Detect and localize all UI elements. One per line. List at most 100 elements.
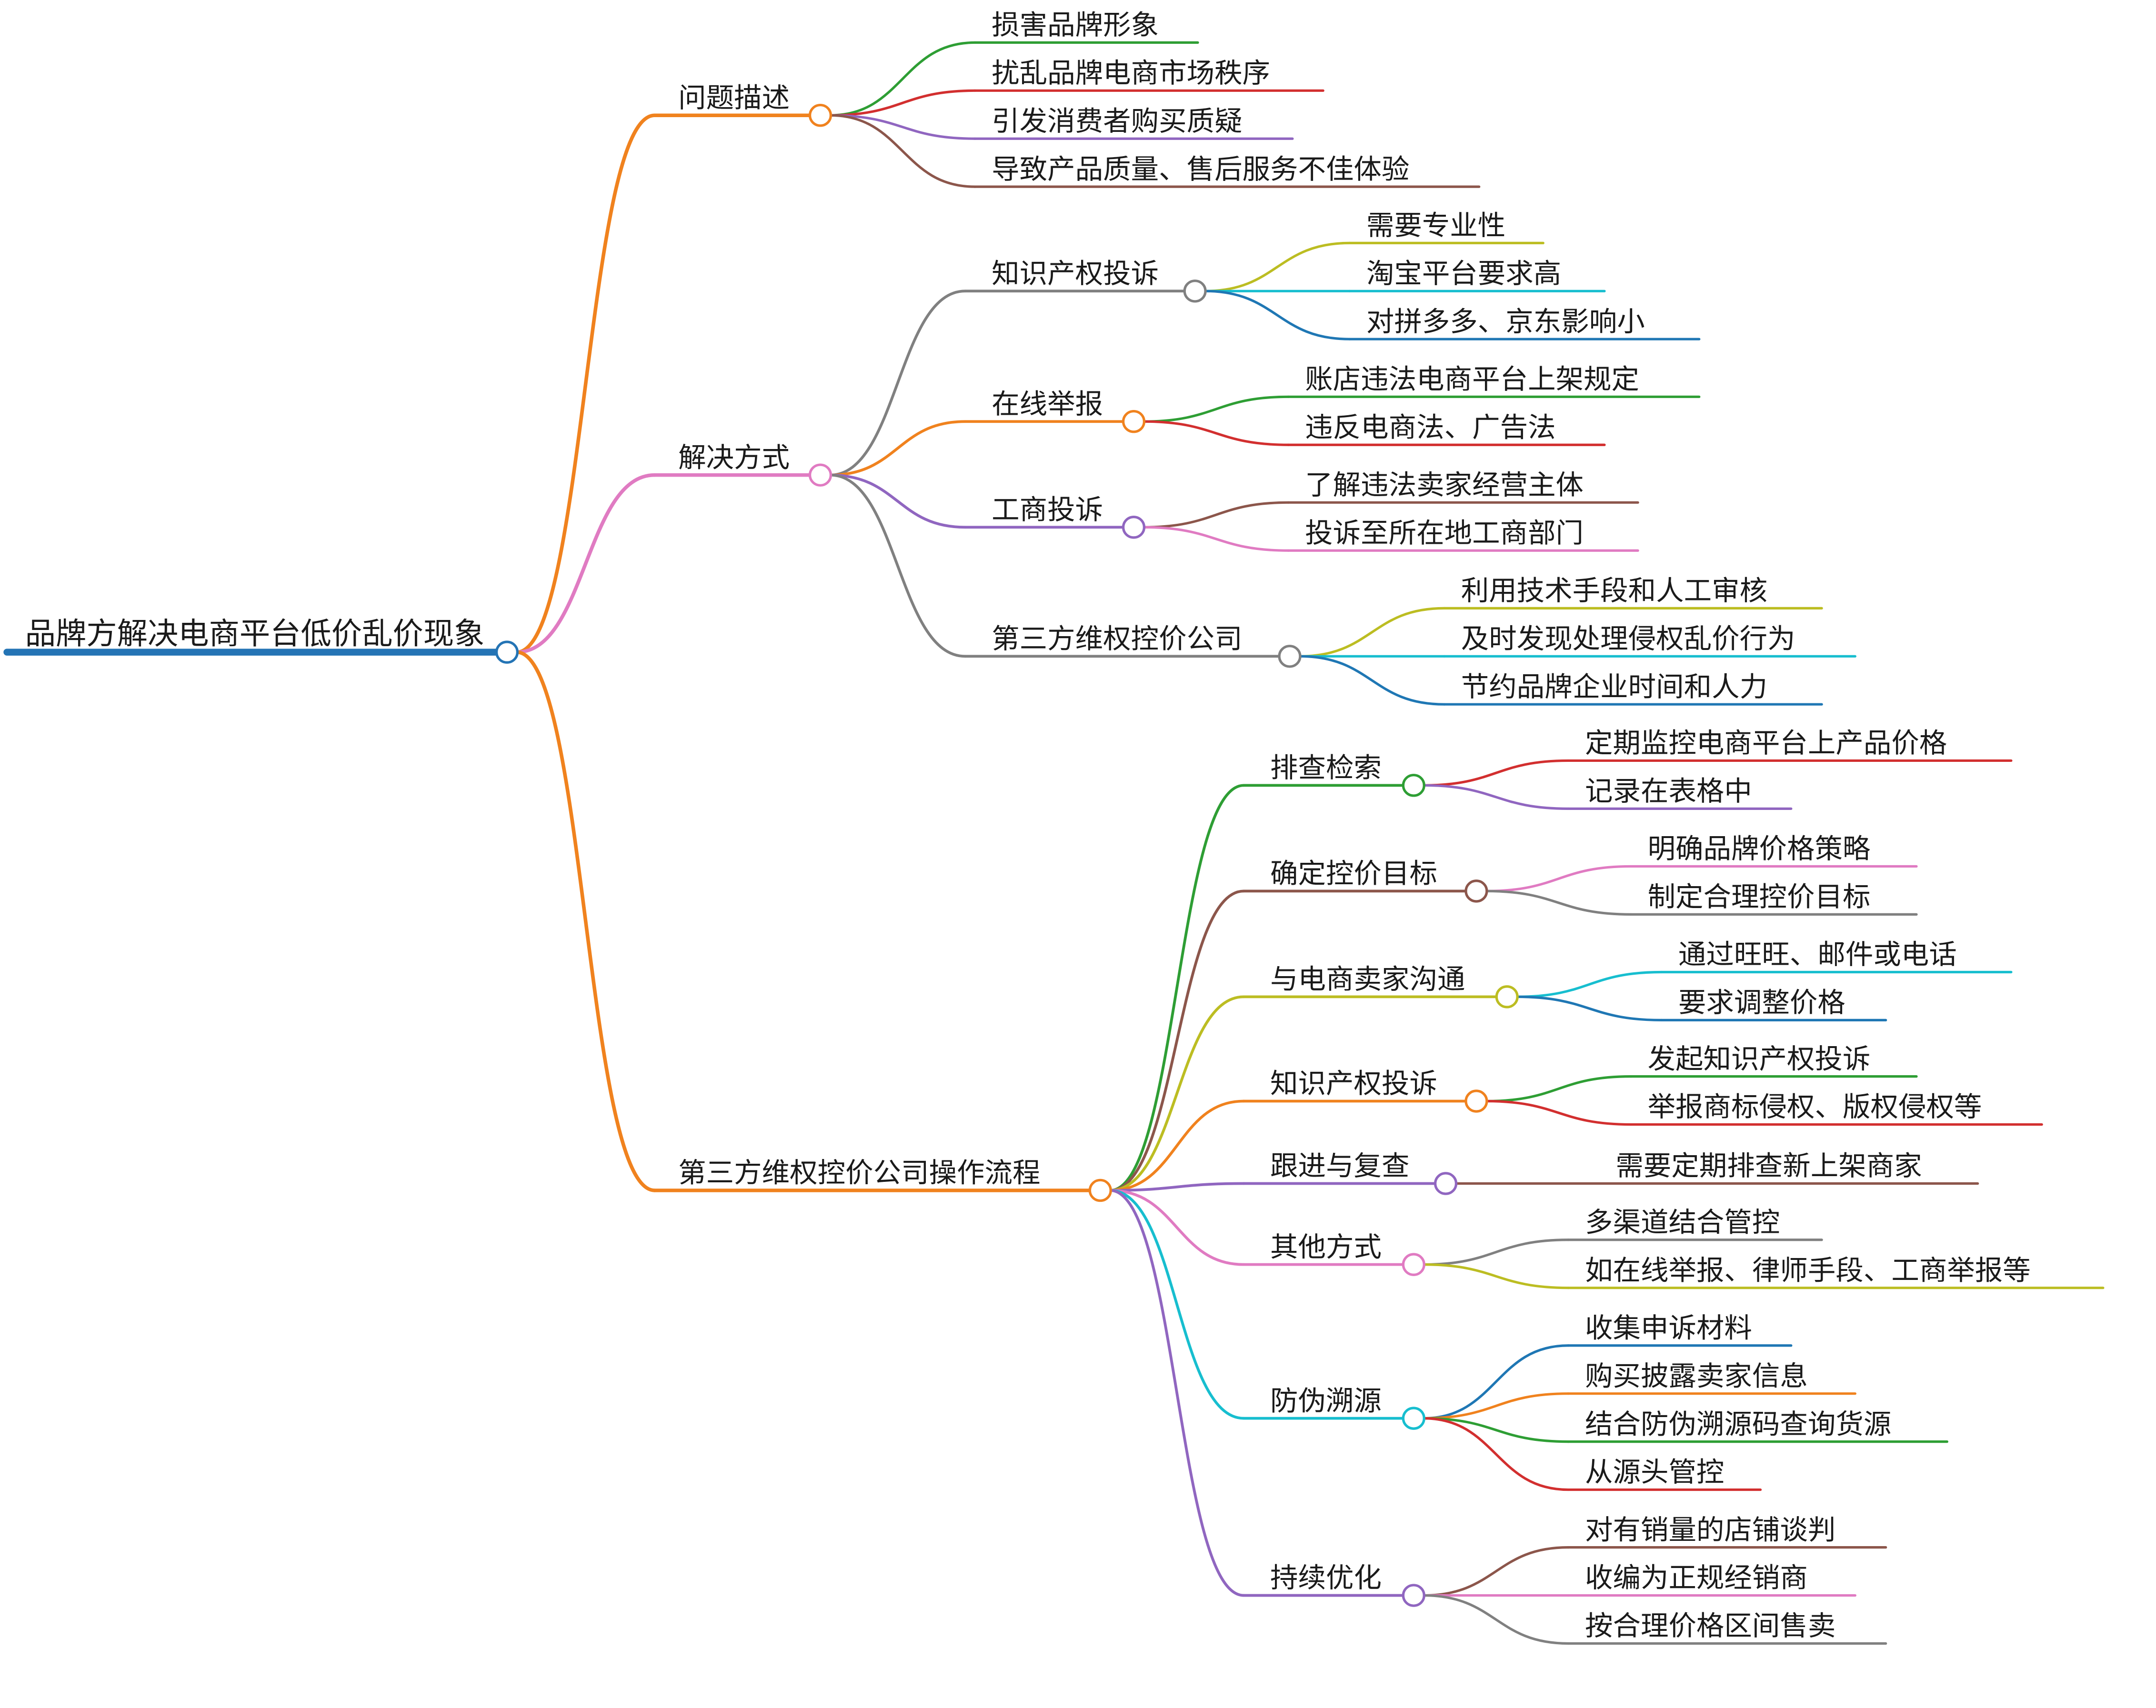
leaf-topic[interactable]: 导致产品质量、售后服务不佳体验 — [992, 153, 1409, 185]
branch-connector — [515, 113, 657, 654]
sub-branch-node-circle[interactable] — [1183, 280, 1207, 303]
sub-branch-topic[interactable]: 与电商卖家沟通 — [1270, 963, 1465, 995]
leaf-connector — [1203, 241, 1351, 292]
leaf-topic[interactable]: 收集申诉材料 — [1585, 1312, 1752, 1344]
leaf-topic[interactable]: 多渠道结合管控 — [1585, 1206, 1780, 1239]
sub-branch-topic[interactable]: 工商投诉 — [992, 493, 1103, 526]
leaf-connector — [829, 89, 976, 117]
leaf-topic[interactable]: 按合理价格区间售卖 — [1585, 1610, 1835, 1642]
leaf-topic[interactable]: 利用技术手段和人工审核 — [1461, 574, 1767, 607]
leaf-topic[interactable]: 扰乱品牌电商市场秩序 — [992, 57, 1270, 89]
leaf-topic[interactable]: 违反电商法、广告法 — [1305, 411, 1555, 443]
sub-branch-topic[interactable]: 持续优化 — [1270, 1562, 1382, 1594]
leaf-topic[interactable]: 如在线举报、律师手段、工商举报等 — [1585, 1254, 2031, 1287]
leaf-connector — [1422, 1392, 1570, 1420]
sub-branch-connector — [1108, 1189, 1245, 1597]
leaf-topic[interactable]: 需要定期排查新上架商家 — [1615, 1150, 1922, 1182]
sub-branch-node-circle[interactable] — [1402, 774, 1425, 797]
branch-connector — [515, 650, 657, 1192]
sub-branch-node-circle[interactable] — [1495, 985, 1519, 1009]
branch-topic[interactable]: 第三方维权控价公司操作流程 — [678, 1157, 1040, 1189]
leaf-topic[interactable]: 收编为正规经销商 — [1585, 1562, 1808, 1594]
leaf-connector — [829, 114, 976, 140]
sub-branch-topic[interactable]: 确定控价目标 — [1270, 857, 1437, 889]
leaf-topic[interactable]: 引发消费者购买质疑 — [992, 105, 1242, 137]
sub-branch-connector — [1108, 1099, 1245, 1192]
leaf-topic[interactable]: 记录在表格中 — [1585, 775, 1752, 807]
leaf-connector — [1422, 1594, 1570, 1645]
leaf-connector — [829, 41, 976, 117]
leaf-topic[interactable]: 节约品牌企业时间和人力 — [1461, 670, 1767, 703]
sub-branch-connector — [1108, 784, 1245, 1192]
sub-branch-connector — [829, 473, 967, 529]
sub-branch-topic[interactable]: 第三方维权控价公司 — [992, 622, 1242, 655]
sub-branch-node-circle[interactable] — [1402, 1253, 1425, 1276]
leaf-connector — [1484, 1075, 1633, 1103]
leaf-topic[interactable]: 了解违法卖家经营主体 — [1305, 469, 1584, 501]
sub-branch-topic[interactable]: 防伪溯源 — [1270, 1385, 1382, 1417]
leaf-topic[interactable]: 制定合理控价目标 — [1648, 880, 1871, 913]
leaf-connector — [1484, 1099, 1633, 1126]
branch-topic[interactable]: 问题描述 — [678, 81, 790, 114]
leaf-topic[interactable]: 明确品牌价格策略 — [1648, 833, 1871, 865]
leaf-connector — [1298, 607, 1446, 658]
sub-branch-node-circle[interactable] — [1434, 1172, 1458, 1195]
sub-branch-topic[interactable]: 知识产权投诉 — [1270, 1068, 1437, 1100]
leaf-topic[interactable]: 对拼多多、京东影响小 — [1366, 305, 1645, 338]
sub-branch-connector — [829, 290, 967, 477]
sub-branch-topic[interactable]: 其他方式 — [1270, 1231, 1382, 1263]
sub-branch-connector — [1108, 1189, 1245, 1266]
leaf-topic[interactable]: 损害品牌形象 — [992, 9, 1159, 41]
edges-layer — [3, 41, 2105, 1645]
sub-branch-node-circle[interactable] — [1464, 879, 1488, 903]
leaf-connector — [1484, 865, 1633, 892]
leaf-topic[interactable]: 对有销量的店铺谈判 — [1585, 1514, 1835, 1546]
sub-branch-node-circle[interactable] — [1122, 516, 1146, 539]
sub-branch-topic[interactable]: 排查检索 — [1270, 751, 1382, 784]
leaf-connector — [1203, 290, 1351, 340]
sub-branch-connector — [1108, 1189, 1245, 1420]
leaf-connector — [1422, 1344, 1570, 1420]
sub-branch-node-circle[interactable] — [1122, 410, 1146, 433]
sub-branch-connector — [1108, 889, 1245, 1192]
leaf-connector — [1142, 501, 1290, 529]
leaf-connector — [1422, 759, 1570, 787]
leaf-topic[interactable]: 定期监控电商平台上产品价格 — [1585, 727, 1947, 759]
sub-branch-topic[interactable]: 在线举报 — [992, 388, 1103, 420]
leaf-connector — [1422, 1263, 1570, 1289]
leaf-topic[interactable]: 及时发现处理侵权乱价行为 — [1461, 622, 1795, 655]
leaf-topic[interactable]: 购买披露卖家信息 — [1585, 1360, 1808, 1392]
leaf-connector — [1422, 784, 1570, 810]
sub-branch-topic[interactable]: 知识产权投诉 — [992, 257, 1159, 290]
leaf-connector — [1422, 1546, 1570, 1597]
leaf-topic[interactable]: 发起知识产权投诉 — [1648, 1043, 1871, 1075]
leaf-connector — [1515, 995, 1663, 1021]
branch-node-circle[interactable] — [808, 103, 832, 127]
branch-node-circle[interactable] — [1088, 1179, 1112, 1202]
branch-node-circle[interactable] — [808, 463, 832, 487]
leaf-connector — [1422, 1239, 1570, 1266]
leaf-topic[interactable]: 投诉至所在地工商部门 — [1305, 517, 1584, 549]
sub-branch-connector — [1108, 995, 1245, 1192]
leaf-topic[interactable]: 通过旺旺、邮件或电话 — [1678, 939, 1957, 971]
leaf-connector — [1142, 526, 1290, 552]
leaf-topic[interactable]: 淘宝平台要求高 — [1366, 257, 1561, 290]
leaf-topic[interactable]: 结合防伪溯源码查询货源 — [1585, 1408, 1891, 1440]
root-topic[interactable]: 品牌方解决电商平台低价乱价现象 — [25, 617, 485, 651]
leaf-topic[interactable]: 账店违法电商平台上架规定 — [1305, 363, 1639, 395]
leaf-connector — [1142, 420, 1290, 446]
sub-branch-topic[interactable]: 跟进与复查 — [1270, 1150, 1409, 1182]
sub-branch-node-circle[interactable] — [1464, 1089, 1488, 1113]
sub-branch-node-circle[interactable] — [1278, 645, 1302, 668]
sub-branch-node-circle[interactable] — [1402, 1407, 1425, 1430]
root-node-circle[interactable] — [495, 640, 519, 664]
branch-topic[interactable]: 解决方式 — [678, 441, 790, 474]
sub-branch-node-circle[interactable] — [1402, 1584, 1425, 1607]
leaf-topic[interactable]: 举报商标侵权、版权侵权等 — [1648, 1091, 1982, 1123]
leaf-connector — [1298, 655, 1446, 706]
leaf-topic[interactable]: 从源头管控 — [1585, 1456, 1724, 1488]
leaf-topic[interactable]: 需要专业性 — [1366, 209, 1505, 241]
leaf-topic[interactable]: 要求调整价格 — [1678, 986, 1845, 1019]
branch-connector — [515, 473, 657, 654]
